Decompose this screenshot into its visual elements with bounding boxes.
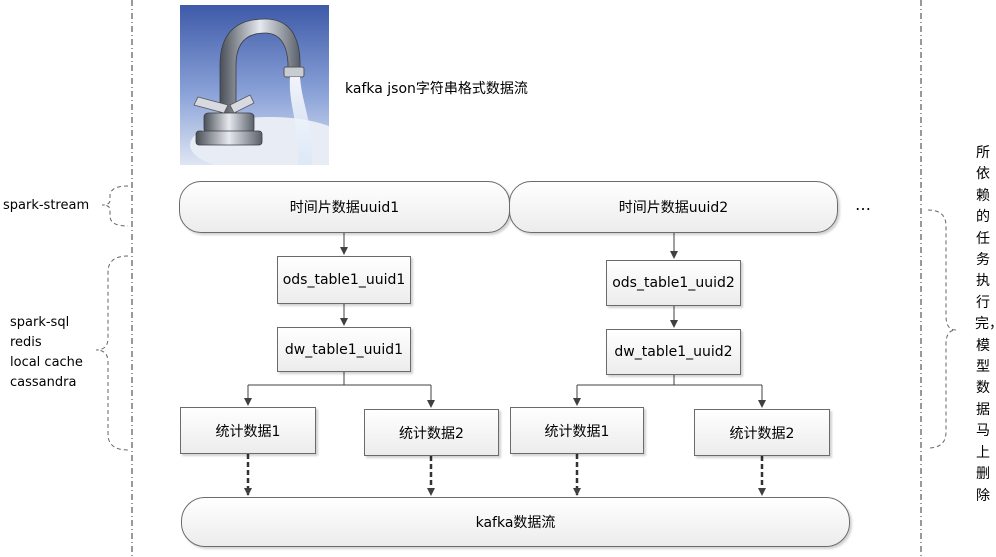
label-cassandra: cassandra bbox=[10, 375, 77, 390]
label-redis: redis bbox=[10, 335, 42, 350]
right-note: 所依赖的任务执行完，模型数据马上删除 bbox=[975, 145, 996, 504]
ods-table-uuid1: ods_table1_uuid1 bbox=[277, 256, 411, 304]
brace-right-note bbox=[927, 209, 957, 449]
stat-box-2-uuid1: 统计数据2 bbox=[364, 409, 499, 456]
stat-box-2-uuid2: 统计数据2 bbox=[694, 409, 830, 456]
slice-box-uuid1: 时间片数据uuid1 bbox=[179, 181, 510, 233]
brace-spark-stream bbox=[101, 185, 129, 227]
dw-table-uuid1: dw_table1_uuid1 bbox=[277, 327, 411, 372]
stat-box-1-uuid2: 统计数据1 bbox=[510, 407, 644, 454]
label-spark-sql: spark-sql bbox=[10, 315, 70, 330]
label-local-cache: local cache bbox=[10, 355, 83, 370]
faucet-image bbox=[180, 5, 350, 173]
ellipsis: … bbox=[855, 195, 871, 214]
label-spark-stream: spark-stream bbox=[3, 198, 90, 213]
source-label: kafka json字符串格式数据流 bbox=[345, 81, 528, 97]
kafka-sink-box: kafka数据流 bbox=[181, 497, 850, 547]
dw-table-uuid2: dw_table1_uuid2 bbox=[606, 329, 741, 375]
ods-table-uuid2: ods_table1_uuid2 bbox=[606, 260, 741, 306]
stat-box-1-uuid1: 统计数据1 bbox=[180, 407, 316, 454]
brace-storage bbox=[95, 255, 129, 451]
slice-box-uuid2: 时间片数据uuid2 bbox=[509, 181, 838, 233]
